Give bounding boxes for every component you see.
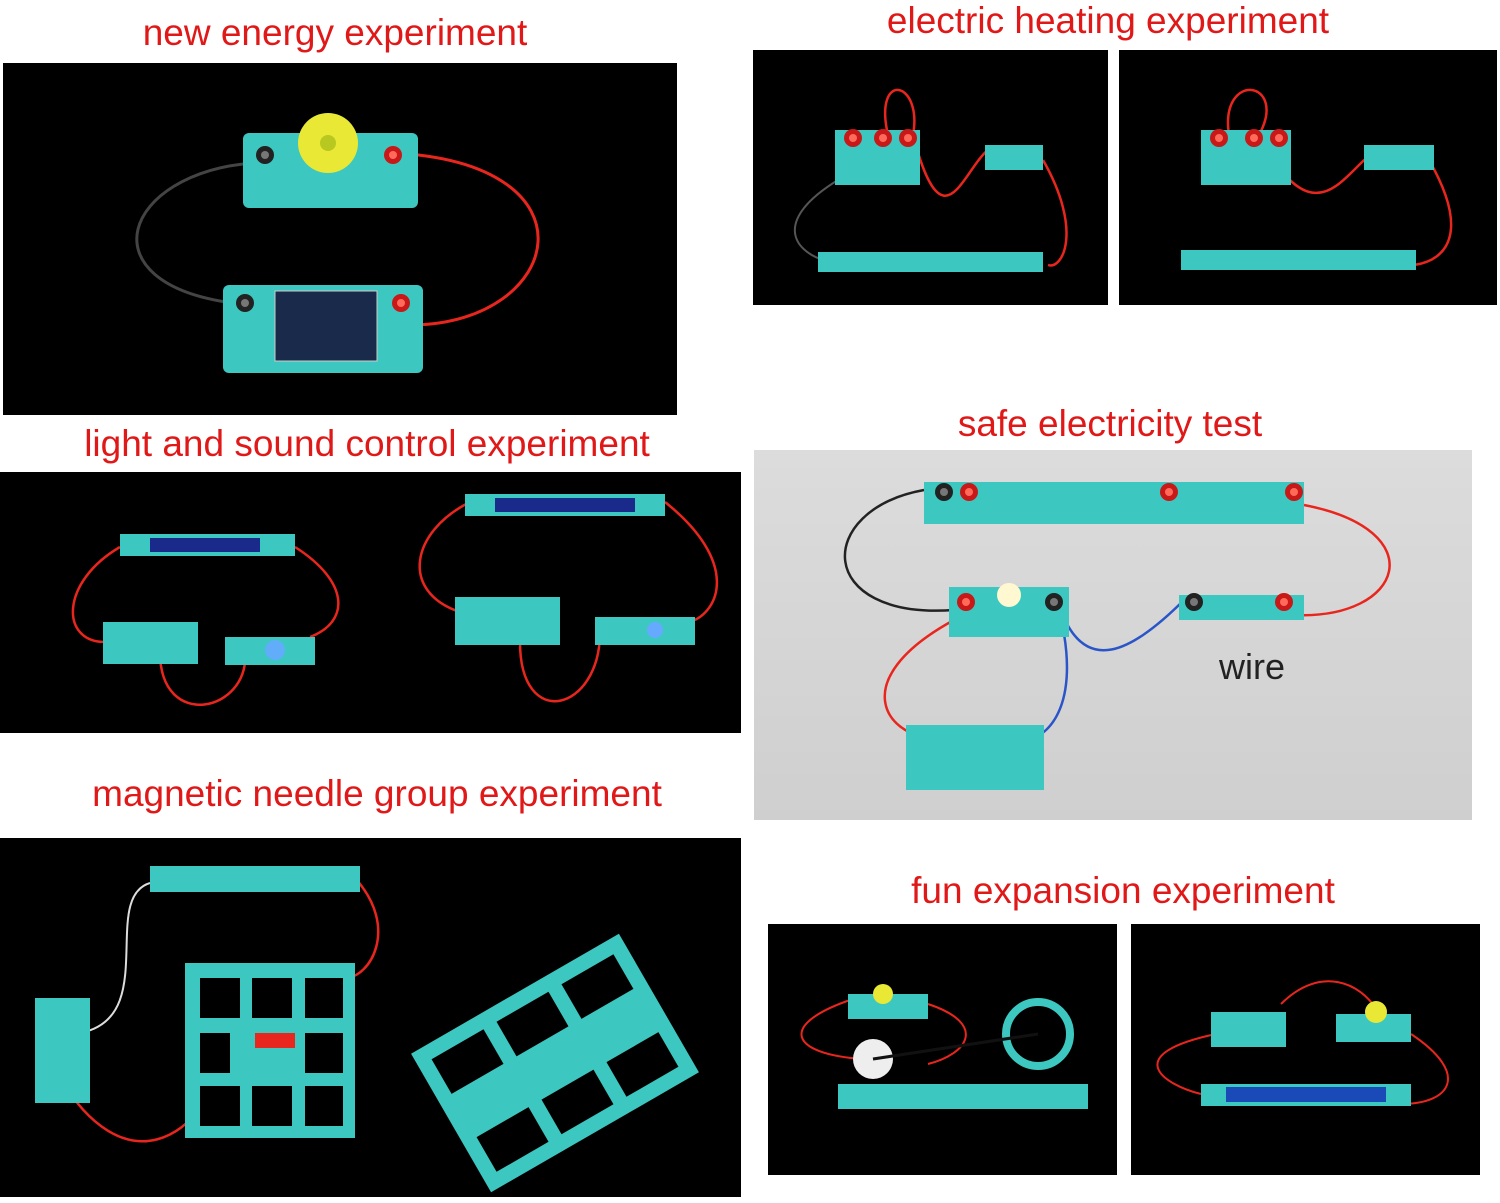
light-sound-photo [0,472,741,733]
section-title-electric-heating: electric heating experiment [886,0,1330,41]
section-title-safe-electricity: safe electricity test [957,403,1263,444]
magnetic-needle-photo [0,838,741,1197]
electric-heating-photo-1 [753,50,1108,305]
fun-expansion-photo-2 [1131,924,1480,1175]
section-title-magnetic-needle: magnetic needle group experiment [92,773,662,814]
new-energy-photo [3,63,677,415]
safe-electricity-photo: wire [754,450,1472,820]
wire-label: wire [1219,646,1286,687]
section-title-fun-expansion: fun expansion experiment [911,870,1335,911]
fun-expansion-photo-1 [768,924,1117,1175]
section-title-new-energy: new energy experiment [142,12,528,53]
electric-heating-photo-2 [1119,50,1497,305]
section-title-light-sound: light and sound control experiment [84,423,650,464]
